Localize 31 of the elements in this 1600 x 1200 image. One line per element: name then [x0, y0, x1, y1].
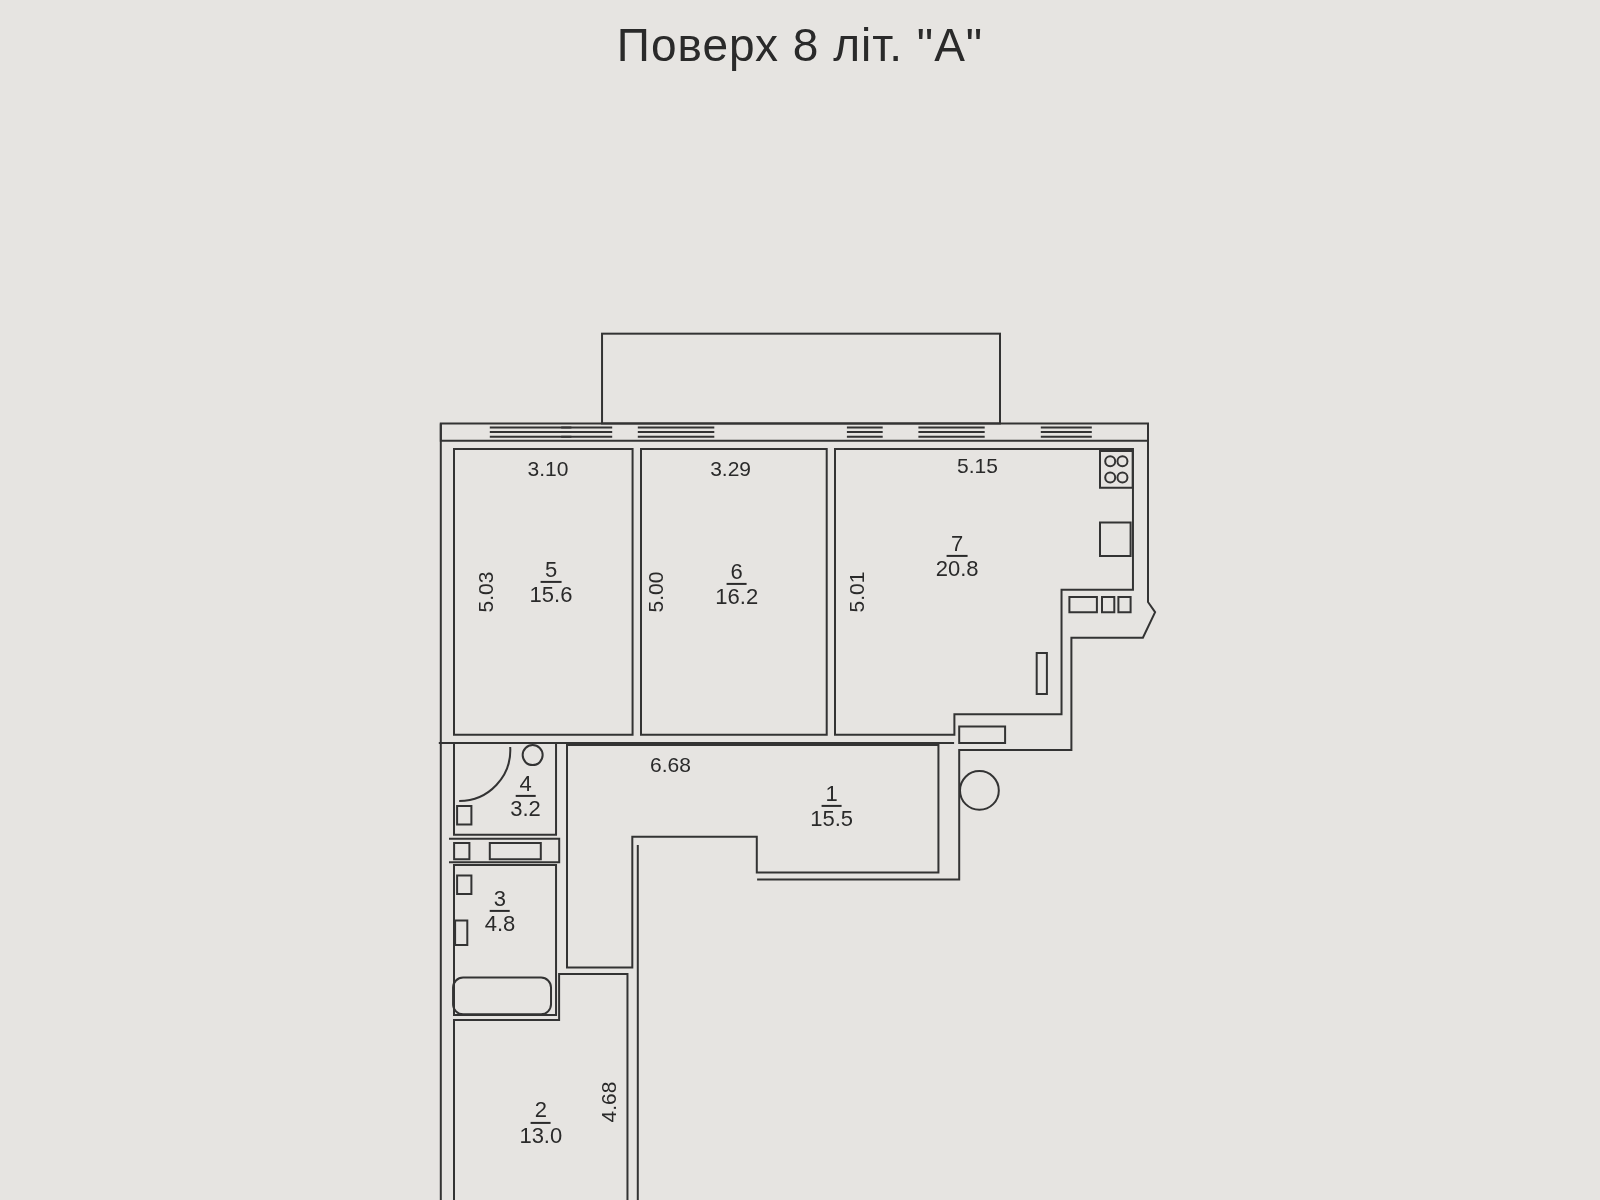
room-area — [834, 448, 1133, 735]
room-area — [640, 448, 827, 735]
room-area-value: 20.8 — [935, 556, 979, 582]
room-area — [567, 744, 939, 968]
dimension-label: 5.03 — [473, 571, 498, 613]
dimension-label: 3.29 — [710, 457, 752, 482]
room-area-value: 15.6 — [529, 581, 573, 607]
room-area-value: 13.0 — [519, 1122, 563, 1148]
room-area-value: 16.2 — [715, 583, 759, 609]
room-number: 2 — [530, 1098, 551, 1124]
dimension-label: 5.01 — [845, 571, 870, 613]
dimension-label: 5.00 — [644, 571, 669, 613]
room-number: 6 — [726, 559, 747, 585]
room-area — [454, 742, 557, 835]
dimension-label: 3.10 — [527, 457, 569, 482]
dimension-label: 4.68 — [597, 1081, 622, 1123]
room-area — [454, 865, 557, 1016]
room-area-value: 3.2 — [510, 795, 541, 821]
room-area-value: 15.5 — [810, 806, 854, 832]
room-area-value: 4.8 — [484, 911, 516, 937]
room-number: 4 — [515, 771, 536, 797]
room-area — [454, 448, 633, 735]
room-number: 3 — [489, 887, 511, 913]
room-number: 1 — [821, 782, 842, 808]
dimension-label: 5.15 — [957, 454, 998, 479]
plan-title: Поверх 8 літ. "А" — [616, 18, 984, 72]
room-number: 7 — [947, 532, 968, 558]
room-number: 5 — [540, 557, 562, 583]
riser-circle — [959, 770, 1000, 812]
room-area — [454, 974, 628, 1200]
dimension-label: 6.68 — [649, 753, 691, 778]
